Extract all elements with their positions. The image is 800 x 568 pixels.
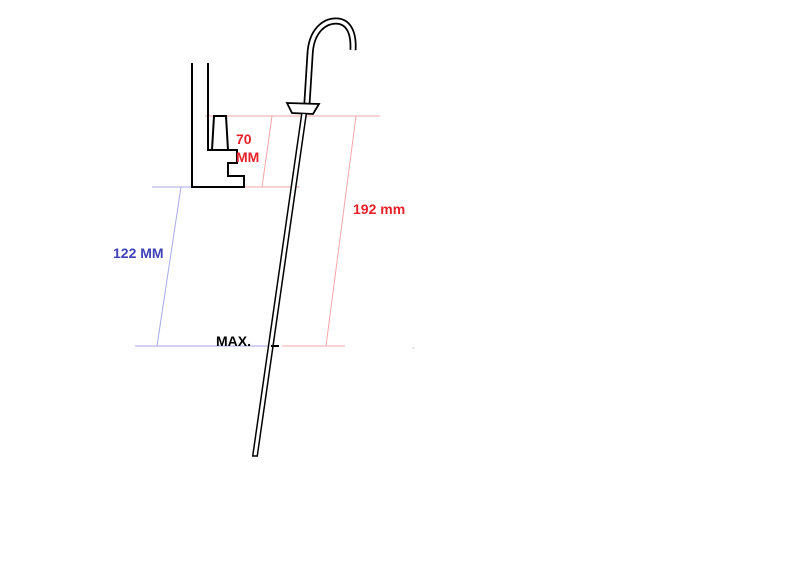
- dipstick-icon: [252, 17, 357, 457]
- tube-outer-wall: [191, 63, 245, 188]
- dipstick-rod-core: [253, 113, 306, 457]
- guide-lines: [135, 115, 415, 349]
- max-label: MAX.: [216, 333, 251, 349]
- dim-192-label: 192 mm: [353, 201, 405, 217]
- dim-122-line: [156, 186, 182, 347]
- dipstick-handle-core: [305, 19, 355, 104]
- dim-70-line: [261, 115, 273, 188]
- dim-70-label-number: 70: [236, 131, 252, 147]
- dim-70-label-unit: MM: [236, 149, 259, 165]
- dim-122-label: 122 MM: [113, 245, 164, 261]
- tube-inner-tab: [211, 115, 229, 151]
- dipstick-tube-icon: [191, 63, 245, 188]
- dipstick-stopper: [285, 102, 321, 115]
- dim-192-line: [325, 115, 357, 347]
